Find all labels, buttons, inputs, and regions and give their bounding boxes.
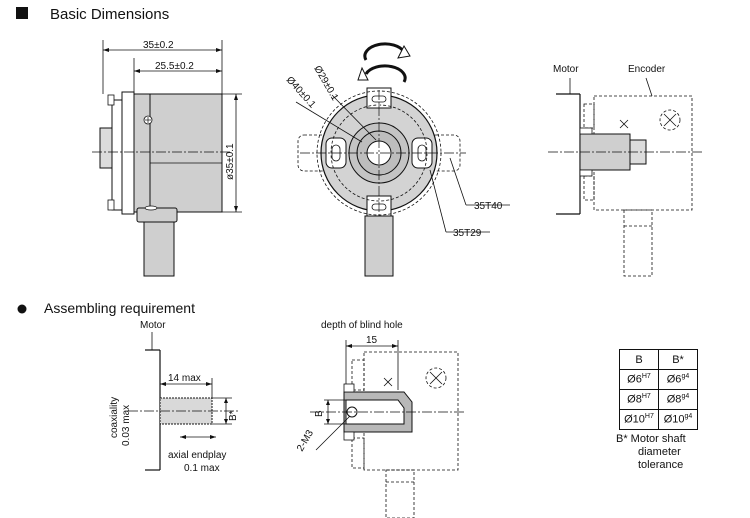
label-blind-hole: depth of blind hole (321, 320, 403, 331)
table-cell: Ø8g4 (658, 389, 698, 410)
table-cell: Ø6g4 (658, 369, 698, 390)
table-header: B* (658, 349, 698, 370)
table-cell: Ø10H7 (619, 409, 659, 430)
table-row: Ø6H7 Ø6g4 (619, 369, 698, 390)
front-view: Ø29±0.1 Ø40±0.1 35T40 35T29 (284, 42, 510, 277)
label-motor-top: Motor (553, 64, 579, 75)
table-header: B (619, 349, 659, 370)
note-line-1: B* Motor shaft (616, 433, 686, 445)
dim-diameter: ø35±0.1 (225, 143, 236, 180)
rotation-cw-icon (363, 42, 406, 61)
assembly-view: Motor 14 max B* coaxiality 0.03 max axia… (109, 320, 240, 474)
side-view: 35±0.2 25.5±0.2 ø35±0.1 (92, 40, 242, 277)
dim-b: B (314, 410, 325, 417)
endplay-text: axial endplay (168, 450, 226, 461)
blind-hole-view: depth of blind hole 15 B 2-M3 (295, 320, 466, 518)
callout-35t29: 35T29 (453, 228, 482, 239)
label-encoder: Encoder (628, 64, 666, 75)
endplay-value: 0.1 max (184, 463, 220, 474)
heading-basic-dimensions: Basic Dimensions (50, 6, 169, 23)
section-square-bullet (16, 7, 28, 19)
dim-bstar: B* (228, 410, 239, 421)
dim-15: 15 (366, 335, 378, 346)
dim-14max: 14 max (168, 373, 201, 384)
table-cell: Ø10g4 (658, 409, 698, 430)
coaxiality-text: coaxiality (109, 397, 120, 438)
tolerance-table: B B* Ø6H7 Ø6g4 Ø8H7 Ø8g4 Ø10H7 Ø10g4 (619, 349, 698, 430)
table-row: Ø10H7 Ø10g4 (619, 409, 698, 430)
dim-d29: Ø29±0.1 (311, 64, 340, 103)
section-round-bullet (17, 304, 27, 314)
table-cell: Ø8H7 (619, 389, 659, 410)
coaxiality-value: 0.03 max (121, 405, 132, 446)
installation-view: Motor Encoder (548, 64, 702, 277)
heading-assembling-requirement: Assembling requirement (44, 300, 195, 316)
table-cell: Ø6H7 (619, 369, 659, 390)
rotation-ccw-icon (364, 64, 407, 83)
dim-overall-length: 35±0.2 (143, 40, 174, 51)
note-line-3: tolerance (638, 459, 684, 471)
callout-35t40: 35T40 (474, 201, 503, 212)
table-header-row: B B* (619, 349, 698, 370)
dim-body-length: 25.5±0.2 (155, 61, 194, 72)
tolerance-note: B* Motor shaft diameter tolerance (616, 433, 686, 472)
note-line-2: diameter (638, 446, 681, 458)
table-row: Ø8H7 Ø8g4 (619, 389, 698, 410)
label-motor-assembly: Motor (140, 320, 166, 331)
dim-2m3: 2-M3 (295, 428, 316, 454)
